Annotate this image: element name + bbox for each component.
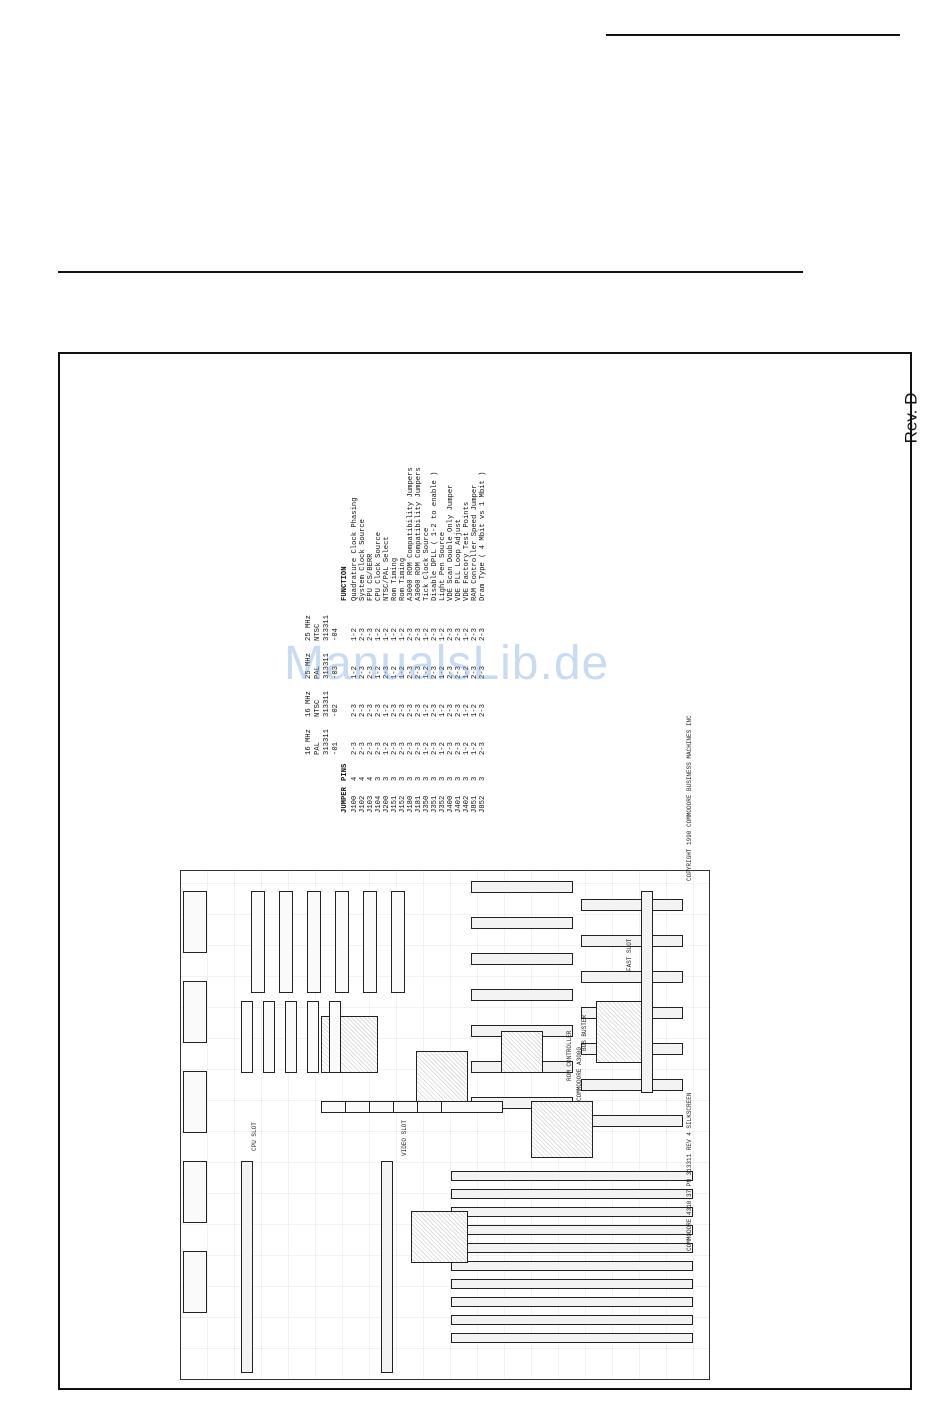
middle-rule	[58, 271, 803, 273]
fast-slot	[641, 891, 653, 1093]
jumper-function: Dram Type ( 4 Mbit vs 1 Mbit )	[479, 471, 487, 601]
dip-chip	[391, 891, 405, 993]
dip-chip	[335, 891, 349, 993]
ram-socket	[581, 1079, 683, 1091]
dip-chip	[363, 891, 377, 993]
column-header-line: PAL	[314, 742, 322, 755]
expansion-slot-row	[451, 1207, 693, 1217]
cpu-slot	[241, 1161, 253, 1373]
header-function: FUNCTION	[341, 566, 349, 601]
dip-chip	[279, 891, 293, 993]
circuit-board-diagram: COMMODORE A3000 FAST SLOT ROM CONTROLLER BU…	[180, 715, 710, 1380]
ram-socket	[581, 971, 683, 983]
expansion-slot-row	[451, 1189, 693, 1199]
board-silkscreen-label: CPU SLOT	[251, 1122, 258, 1151]
expansion-slot-row	[451, 1243, 693, 1253]
dip-chip	[263, 1001, 275, 1073]
setting-16pal: 2-3	[479, 742, 487, 755]
setting-16ntsc: 2-3	[479, 704, 487, 717]
watermark: ManualsLib.de	[284, 637, 610, 690]
connector	[183, 1161, 207, 1223]
board-silkscreen-label: COMMODORE A3000	[576, 1046, 583, 1101]
video-slot	[381, 1161, 393, 1373]
connector	[183, 1251, 207, 1313]
board-silkscreen-label: FAST SLOT	[626, 938, 633, 971]
board-silkscreen-label: BUS BUSTER	[581, 1014, 588, 1051]
dip-chip	[307, 891, 321, 993]
board-silkscreen-label: ROM CONTROLLER	[566, 1030, 573, 1081]
dip-chip	[251, 891, 265, 993]
ram-socket	[471, 917, 573, 929]
header-jumper: JUMPER	[341, 787, 349, 813]
board-silkscreen-label: VIDEO SLOT	[401, 1119, 408, 1156]
dip-chip	[241, 1001, 253, 1073]
column-header-line: 16 MHz	[305, 691, 313, 717]
ram-socket	[471, 953, 573, 965]
board-silkscreen-label: COMMODORE 4310-37 PN 313311 REV 4 SILKSC…	[686, 1092, 693, 1251]
header-pins: PINS	[341, 763, 349, 781]
document-frame	[58, 352, 912, 1390]
expansion-slot-row	[451, 1171, 693, 1181]
asic	[416, 1051, 468, 1103]
expansion-slot-row	[451, 1225, 693, 1235]
ram-socket	[471, 881, 573, 893]
jumper-id: J852	[479, 795, 487, 813]
jumper-pins: 3	[479, 776, 487, 781]
column-header-line: 313311	[323, 729, 331, 755]
connector	[183, 981, 207, 1043]
expansion-slot-row	[451, 1261, 693, 1271]
column-header-line: -01	[332, 742, 340, 755]
dip-chip	[329, 1001, 341, 1073]
expansion-slot-row	[451, 1333, 693, 1343]
board-silkscreen-label: COPYRIGHT 1990 COMMODORE BUSINESS MACHIN…	[686, 715, 693, 881]
dip-chip	[285, 1001, 297, 1073]
column-header-line: 313311	[323, 691, 331, 717]
expansion-slot-row	[451, 1279, 693, 1289]
asic	[501, 1031, 543, 1073]
connector	[183, 1071, 207, 1133]
column-header-line: NTSC	[314, 699, 322, 717]
dip-chip	[441, 1101, 503, 1113]
ram-socket	[471, 989, 573, 1001]
revision-label: Rev. D	[901, 392, 921, 444]
column-header-line: -02	[332, 704, 340, 717]
ram-socket	[581, 1115, 683, 1127]
connector	[183, 891, 207, 953]
column-header-line: 16 MHz	[305, 729, 313, 755]
top-rule	[606, 34, 900, 36]
asic	[411, 1211, 468, 1263]
expansion-slot-row	[451, 1315, 693, 1325]
expansion-slot-row	[451, 1297, 693, 1307]
ram-socket	[581, 899, 683, 911]
asic	[531, 1101, 593, 1158]
ram-socket	[581, 935, 683, 947]
dip-chip	[307, 1001, 319, 1073]
